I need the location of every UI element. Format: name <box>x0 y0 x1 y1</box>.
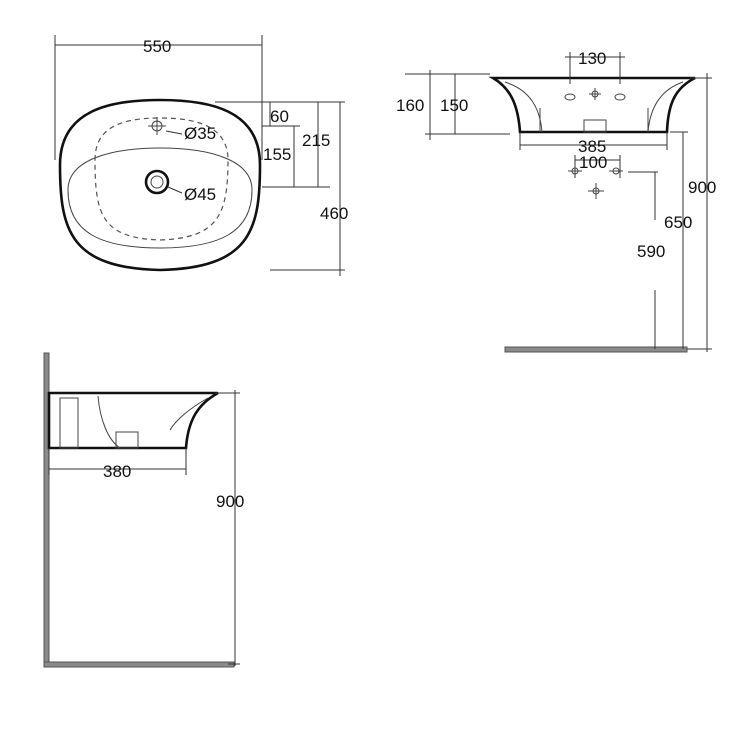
front-inner-curve <box>504 81 543 133</box>
front-tap-hole-right-icon <box>614 93 626 101</box>
waste-inner-icon <box>150 175 164 189</box>
front-tap-hole-left-icon <box>564 93 576 101</box>
side-floor-height-label: 900 <box>216 492 244 511</box>
bowl-height-label: 150 <box>440 96 468 115</box>
side-projection-label: 380 <box>103 462 131 481</box>
plan-view: Ø35 Ø45 550 60 155 215 460 <box>54 35 348 276</box>
waste-outer-icon <box>144 169 170 195</box>
basin-outline <box>58 98 262 272</box>
plan-depth-label: 460 <box>320 204 348 223</box>
rim-offset-label: 60 <box>270 107 289 126</box>
bracket-width-label: 385 <box>578 137 606 156</box>
side-waste-trap <box>115 431 139 449</box>
front-basin-outline <box>488 76 696 134</box>
bracket-spacing-label: 100 <box>579 153 607 172</box>
tap-hole-diameter: Ø35 <box>184 124 216 143</box>
bowl-inner <box>67 147 253 249</box>
plan-width-label: 550 <box>143 37 171 56</box>
side-inner-curve <box>97 395 121 449</box>
tap-spacing-label: 130 <box>578 49 606 68</box>
back-to-waste-label: 215 <box>302 131 330 150</box>
rim-height-label: 650 <box>664 213 692 232</box>
front-floor <box>504 346 688 353</box>
hidden-contour <box>94 117 229 241</box>
side-view: 380 900 <box>43 352 244 668</box>
waste-height-label: 590 <box>637 242 665 261</box>
side-bracket <box>59 397 79 449</box>
overall-height-label: 160 <box>396 96 424 115</box>
side-basin-outline <box>47 391 219 450</box>
front-view: 130 160 150 385 100 900 <box>396 49 716 353</box>
side-floor <box>43 661 235 668</box>
front-floor-height-label: 900 <box>688 178 716 197</box>
waste-diameter: Ø45 <box>184 185 216 204</box>
tap-to-waste-label: 155 <box>263 145 291 164</box>
front-waste-trap <box>583 119 607 133</box>
